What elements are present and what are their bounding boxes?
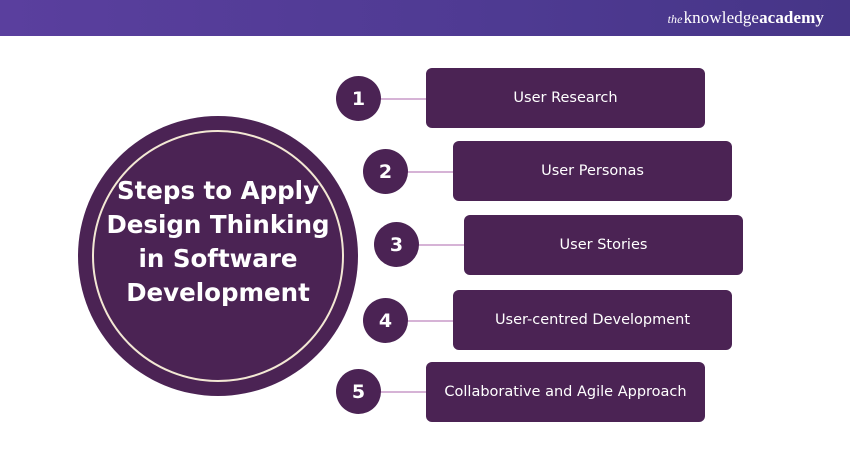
step-number-badge: 1	[336, 76, 381, 121]
brand-suffix: academy	[759, 8, 824, 27]
brand-logo: theknowledgeacademy	[668, 8, 824, 28]
step-label-box: User Research	[426, 68, 705, 128]
connector-line	[418, 244, 466, 246]
step-label-box: User-centred Development	[453, 290, 732, 350]
connector-line	[407, 320, 455, 322]
brand-prefix: the	[667, 12, 683, 26]
title-circle: Steps to Apply Design Thinking in Softwa…	[78, 116, 358, 396]
title-line: Steps to Apply	[116, 176, 320, 205]
title-line: Design Thinking	[106, 210, 330, 239]
step-number-badge: 4	[363, 298, 408, 343]
step-label-box: User Stories	[464, 215, 743, 275]
connector-line	[407, 171, 455, 173]
step-label-box: User Personas	[453, 141, 732, 201]
title-line: in Software	[138, 244, 298, 273]
header-bar: theknowledgeacademy	[0, 0, 850, 36]
diagram-title: Steps to Apply Design Thinking in Softwa…	[98, 174, 338, 310]
step-number-badge: 2	[363, 149, 408, 194]
step-label-box: Collaborative and Agile Approach	[426, 362, 705, 422]
connector-line	[380, 391, 428, 393]
title-line: Development	[126, 278, 310, 307]
step-number-badge: 5	[336, 369, 381, 414]
brand-middle: knowledge	[683, 8, 760, 27]
title-circle-ring	[92, 130, 344, 382]
step-number-badge: 3	[374, 222, 419, 267]
connector-line	[380, 98, 428, 100]
